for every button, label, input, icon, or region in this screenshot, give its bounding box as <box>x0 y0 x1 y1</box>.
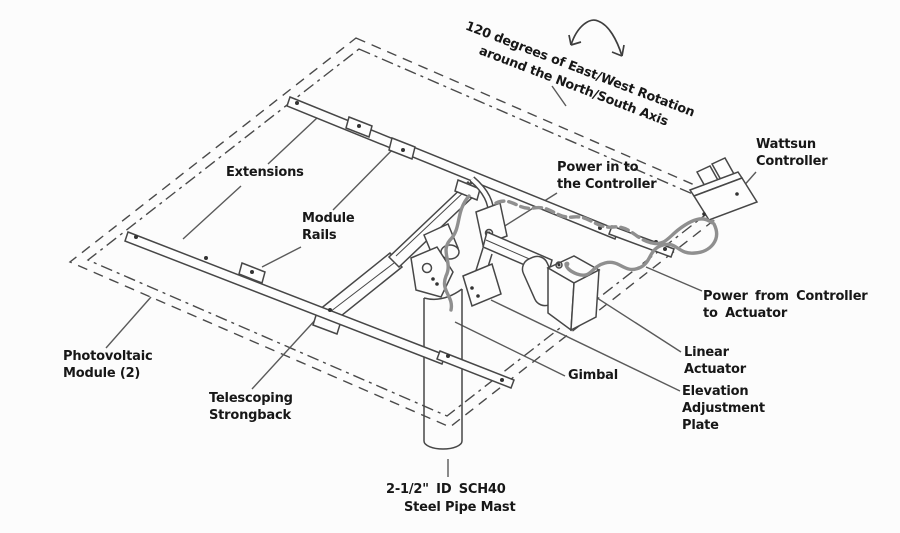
label-line: Steel Pipe Mast <box>404 500 516 515</box>
pv-panel-outline <box>68 37 738 428</box>
label-pipe-mast-line2: Steel Pipe Mast <box>404 499 516 516</box>
leader-lines <box>105 85 757 477</box>
label-line: Adjustment <box>682 401 765 416</box>
power-cables <box>442 194 719 312</box>
label-line: Module <box>302 211 355 226</box>
pipe-mast <box>423 288 463 450</box>
label-line: Elevation <box>682 384 749 399</box>
actuator-clevis-plate <box>475 201 508 247</box>
label-line: the Controller <box>557 177 657 192</box>
linear-actuator <box>482 230 601 332</box>
label-line: Telescoping <box>209 391 293 406</box>
label-gimbal: Gimbal <box>568 367 618 384</box>
label-linear-actuator: Linear Actuator <box>684 344 746 378</box>
rotation-arrow-icon <box>568 19 625 57</box>
label-line: Rails <box>302 228 337 243</box>
label-line: Strongback <box>209 408 291 423</box>
label-line: Plate <box>682 418 719 433</box>
label-pipe-mast-line1: 2-1/2" ID SCH40 <box>386 481 506 498</box>
label-power-in: Power in to the Controller <box>557 159 657 193</box>
label-telescoping-strongback: Telescoping Strongback <box>209 390 293 424</box>
elevation-adjustment-plate <box>462 247 502 308</box>
label-line: Wattsun <box>756 137 816 152</box>
cable-power-in-hidden <box>494 199 654 245</box>
cable-power-in <box>650 217 711 246</box>
label-line: 2-1/2" ID SCH40 <box>386 482 506 497</box>
label-elevation-adjustment-plate: Elevation Adjustment Plate <box>682 383 765 434</box>
label-module-rails: Module Rails <box>302 210 355 244</box>
label-line: Module (2) <box>63 366 141 381</box>
label-line: Gimbal <box>568 368 619 383</box>
label-extensions: Extensions <box>226 164 304 181</box>
label-line: Controller <box>756 154 828 169</box>
cable-down-mast <box>442 194 471 312</box>
label-line: Power from Controller <box>703 289 868 304</box>
gimbal-plate <box>410 246 454 298</box>
label-line: Power in to <box>557 160 639 175</box>
label-line: Actuator <box>684 362 746 377</box>
label-line: Linear <box>684 345 729 360</box>
cable-controller-to-actuator <box>564 222 719 277</box>
wattsun-controller-box <box>688 157 759 221</box>
label-line: Photovoltaic <box>63 349 153 364</box>
label-wattsun-controller: Wattsun Controller <box>756 136 828 170</box>
strongback <box>317 180 480 326</box>
label-line: to Actuator <box>703 306 788 321</box>
lower-module-rail <box>124 231 515 389</box>
label-line: Extensions <box>226 165 304 180</box>
label-photovoltaic-module: Photovoltaic Module (2) <box>63 348 153 382</box>
label-power-from-controller: Power from Controller to Actuator <box>703 288 868 322</box>
